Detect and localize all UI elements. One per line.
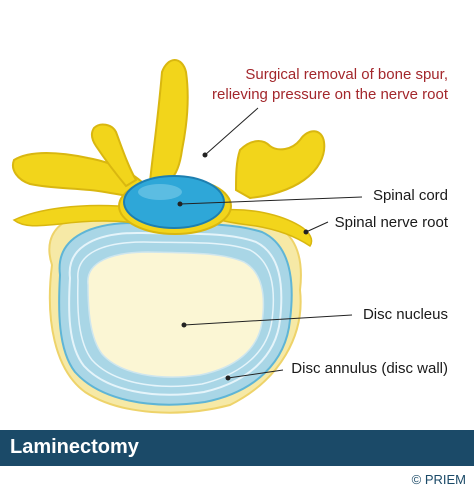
spinal-cord-label: Spinal cord xyxy=(373,187,448,204)
title-bar: Laminectomy xyxy=(0,430,474,466)
spinal-cord xyxy=(124,176,224,228)
disc-annulus-label: Disc annulus (disc wall) xyxy=(291,360,448,377)
leader-nerve-root xyxy=(306,222,328,232)
spinal-nerve-root-label: Spinal nerve root xyxy=(335,214,449,231)
copyright-notice: © PRIEM xyxy=(412,472,466,487)
diagram-title: Laminectomy xyxy=(10,436,139,459)
right-transverse-process xyxy=(236,131,324,198)
spinous-process xyxy=(150,60,188,182)
disc-nucleus xyxy=(88,252,264,377)
surgical-label-line1: Surgical removal of bone spur, xyxy=(245,66,448,83)
surgical-label-line2: relieving pressure on the nerve root xyxy=(212,86,449,103)
disc-nucleus-label: Disc nucleus xyxy=(363,306,448,323)
laminectomy-diagram: Surgical removal of bone spur, relieving… xyxy=(0,0,474,430)
